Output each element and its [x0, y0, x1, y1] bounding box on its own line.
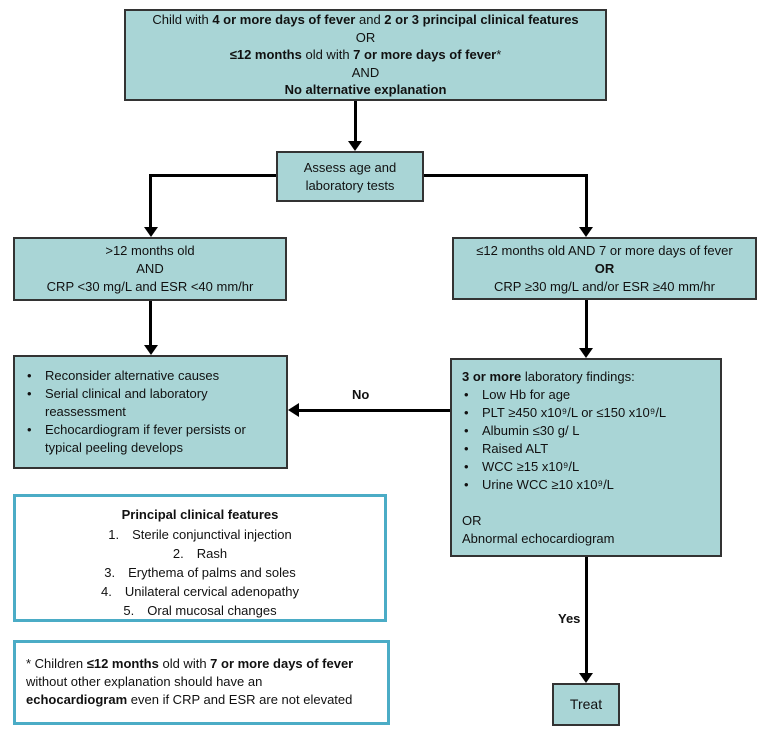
criteria-line: >12 months old — [105, 243, 195, 258]
item-number: 4. — [101, 584, 112, 599]
connector-right-down — [584, 173, 588, 228]
principal-features-box: Principal clinical features 1. Sterile c… — [13, 494, 387, 622]
arrow-down-icon — [579, 348, 593, 358]
numbered-item: 3. Erythema of palms and soles — [22, 563, 378, 582]
numbered-item: 4. Unilateral cervical adenopathy — [22, 582, 378, 601]
list-item: • Urine WCC ≥10 x10⁹/L — [462, 476, 714, 494]
entry-criteria-box: Child with 4 or more days of fever and 2… — [124, 9, 607, 101]
entry-criteria-line: Child with 4 or more days of fever and 2… — [152, 12, 579, 28]
bullet-icon: • — [27, 368, 32, 383]
list-item-text: Urine WCC ≥10 x10⁹/L — [482, 477, 614, 492]
list-item-text: Low Hb for age — [482, 387, 571, 402]
footnote-line: * Children ≤12 months old with 7 or more… — [26, 656, 354, 671]
arrow-down-icon — [143, 227, 158, 237]
arrow-down-icon — [348, 141, 362, 151]
no-edge-label: No — [352, 387, 370, 402]
arrow-down-icon — [579, 673, 593, 683]
connector-no — [298, 408, 450, 412]
list-item: • Reconsider alternative causes — [25, 367, 278, 385]
bullet-icon: • — [464, 387, 469, 402]
criteria-line: CRP ≥30 mg/L and/or ESR ≥40 mm/hr — [494, 278, 715, 294]
bullet-icon: • — [464, 405, 469, 420]
arrow-left-icon — [288, 403, 299, 417]
lab-heading: 3 or more laboratory findings: — [462, 369, 635, 384]
blank-line — [462, 494, 714, 512]
numbered-item: 5. Oral mucosal changes — [22, 601, 378, 620]
item-text: Erythema of palms and soles — [128, 565, 296, 580]
list-item: • WCC ≥15 x10⁹/L — [462, 458, 714, 476]
list-item: • Low Hb for age — [462, 386, 714, 404]
item-number: 5. — [123, 603, 135, 618]
list-item-text: Serial clinical and laboratory reassessm… — [45, 386, 208, 419]
and-label: AND — [136, 261, 164, 276]
list-item-text: WCC ≥15 x10⁹/L — [482, 459, 580, 474]
bullet-icon: • — [464, 441, 469, 456]
or-label: OR — [355, 29, 376, 45]
arrow-down-icon — [143, 345, 158, 355]
numbered-item: 1. Sterile conjunctival injection — [22, 525, 378, 544]
list-item: • Echocardiogram if fever persists or ty… — [25, 421, 278, 457]
item-text: Oral mucosal changes — [147, 603, 277, 618]
item-number: 3. — [104, 565, 116, 580]
list-item-text: Raised ALT — [482, 441, 549, 456]
yes-edge-label: Yes — [558, 611, 581, 626]
item-text: Rash — [196, 546, 228, 561]
abnormal-echo-line: Abnormal echocardiogram — [462, 531, 615, 546]
item-text: Unilateral cervical adenopathy — [124, 584, 299, 599]
connector-top-to-assess — [353, 101, 357, 142]
list-item: • PLT ≥450 x10⁹/L or ≤150 x10⁹/L — [462, 404, 714, 422]
list-item-text: Echocardiogram if fever persists or typi… — [45, 422, 246, 455]
reconsider-box: • Reconsider alternative causes • Serial… — [13, 355, 288, 469]
principal-features-title: Principal clinical features — [121, 507, 279, 522]
bullet-icon: • — [27, 422, 32, 437]
assess-line: Assess age and — [303, 159, 397, 175]
list-item-text: Reconsider alternative causes — [45, 368, 220, 383]
numbered-item: 2. Rash — [22, 544, 378, 563]
assess-line: laboratory tests — [305, 177, 395, 193]
or-label: OR — [594, 260, 615, 276]
treat-box: Treat — [552, 683, 620, 726]
list-item: • Albumin ≤30 g/ L — [462, 422, 714, 440]
and-label: AND — [351, 64, 380, 80]
bullet-icon: • — [464, 477, 469, 492]
treat-label: Treat — [569, 695, 603, 712]
infant-high-inflammation-box: ≤12 months old AND 7 or more days of fev… — [452, 237, 757, 300]
list-item: • Raised ALT — [462, 440, 714, 458]
connector-left-to-reconsider — [149, 301, 152, 345]
connector-branch-left — [149, 173, 276, 177]
entry-criteria-line: No alternative explanation — [284, 82, 447, 98]
criteria-line: ≤12 months old AND 7 or more days of fev… — [476, 242, 733, 258]
connector-left-down — [149, 173, 152, 228]
arrow-down-icon — [579, 227, 593, 237]
item-number: 2. — [172, 546, 184, 561]
list-item-text: PLT ≥450 x10⁹/L or ≤150 x10⁹/L — [482, 405, 667, 420]
list-item-text: Albumin ≤30 g/ L — [482, 423, 580, 438]
item-text: Sterile conjunctival injection — [132, 527, 292, 542]
connector-branch-right — [424, 173, 588, 177]
bullet-icon: • — [27, 386, 32, 401]
footnote-box: * Children ≤12 months old with 7 or more… — [13, 640, 390, 725]
footnote-line: echocardiogram even if CRP and ESR are n… — [26, 692, 353, 707]
bullet-icon: • — [464, 423, 469, 438]
list-item: • Serial clinical and laboratory reasses… — [25, 385, 278, 421]
footnote-line: without other explanation should have an — [26, 674, 263, 689]
older-low-inflammation-box: >12 months old AND CRP <30 mg/L and ESR … — [13, 237, 287, 301]
entry-criteria-line: ≤12 months old with 7 or more days of fe… — [229, 47, 502, 63]
assess-box: Assess age and laboratory tests — [276, 151, 424, 202]
or-label: OR — [462, 513, 482, 528]
lab-findings-box: 3 or more laboratory findings: • Low Hb … — [450, 358, 722, 557]
bullet-icon: • — [464, 459, 469, 474]
criteria-line: CRP <30 mg/L and ESR <40 mm/hr — [46, 279, 254, 294]
item-number: 1. — [108, 527, 120, 542]
connector-yes — [584, 557, 588, 674]
connector-right-to-lab — [584, 300, 588, 348]
